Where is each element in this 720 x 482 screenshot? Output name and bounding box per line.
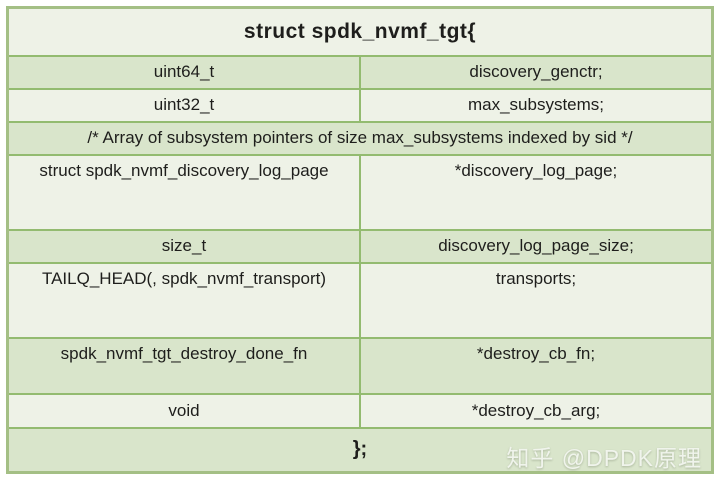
field-name-cell: discovery_log_page_size;: [359, 228, 714, 264]
field-name-cell: *destroy_cb_arg;: [359, 392, 714, 429]
struct-field-row: void *destroy_cb_arg;: [6, 392, 714, 429]
struct-field-row: uint32_t max_subsystems;: [6, 87, 714, 123]
struct-field-row: size_t discovery_log_page_size;: [6, 228, 714, 264]
field-type-cell: TAILQ_HEAD(, spdk_nvmf_transport): [6, 261, 361, 339]
struct-field-row: spdk_nvmf_tgt_destroy_done_fn *destroy_c…: [6, 336, 714, 395]
field-type-cell: size_t: [6, 228, 361, 264]
struct-closing-row: };: [6, 426, 714, 474]
struct-field-row: struct spdk_nvmf_discovery_log_page *dis…: [6, 153, 714, 231]
field-name-cell: *discovery_log_page;: [359, 153, 714, 231]
struct-closing-brace: };: [6, 426, 714, 474]
struct-title-row: struct spdk_nvmf_tgt{: [6, 6, 714, 57]
field-type-cell: void: [6, 392, 361, 429]
struct-title: struct spdk_nvmf_tgt{: [6, 6, 714, 57]
struct-field-row: TAILQ_HEAD(, spdk_nvmf_transport) transp…: [6, 261, 714, 339]
field-type-cell: uint32_t: [6, 87, 361, 123]
field-name-cell: *destroy_cb_fn;: [359, 336, 714, 395]
struct-comment-row: /* Array of subsystem pointers of size m…: [6, 120, 714, 156]
struct-field-row: uint64_t discovery_genctr;: [6, 54, 714, 90]
field-type-cell: uint64_t: [6, 54, 361, 90]
field-type-cell: struct spdk_nvmf_discovery_log_page: [6, 153, 361, 231]
struct-definition-table: struct spdk_nvmf_tgt{ uint64_t discovery…: [6, 6, 714, 474]
comment-cell: /* Array of subsystem pointers of size m…: [6, 120, 714, 156]
field-type-cell: spdk_nvmf_tgt_destroy_done_fn: [6, 336, 361, 395]
field-name-cell: discovery_genctr;: [359, 54, 714, 90]
field-name-cell: max_subsystems;: [359, 87, 714, 123]
field-name-cell: transports;: [359, 261, 714, 339]
